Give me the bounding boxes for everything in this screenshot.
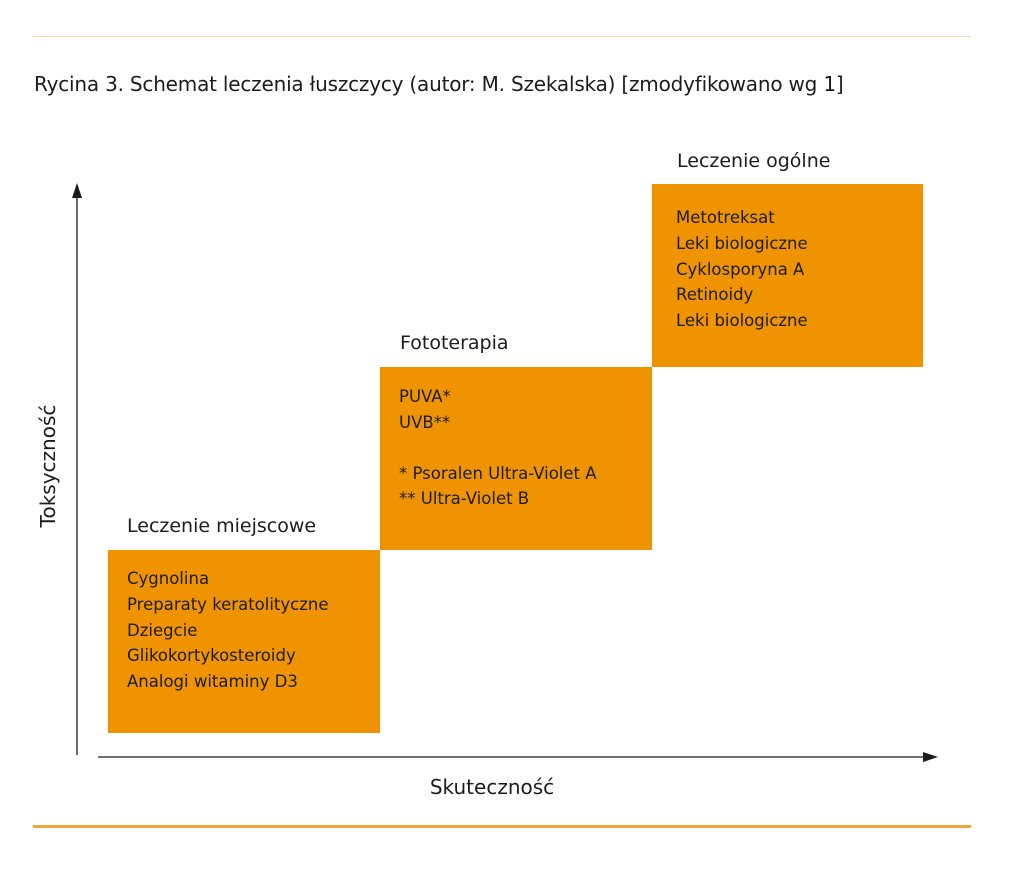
x-axis-arrowhead xyxy=(923,752,938,762)
x-axis-label: Skuteczność xyxy=(429,775,555,799)
item-cygnolina: Cygnolina xyxy=(127,569,210,588)
item-biologics-2: Leki biologiczne xyxy=(676,311,808,331)
figure-caption: Rycina 3. Schemat leczenia łuszczycy (au… xyxy=(34,72,844,96)
stage-title-phototherapy: Fototerapia xyxy=(400,332,509,354)
y-axis-arrowhead xyxy=(72,183,82,198)
item-uvb: UVB** xyxy=(399,412,451,432)
item-puva: PUVA* xyxy=(399,387,451,406)
spacer xyxy=(399,436,652,461)
stage-box-topical: Cygnolina Preparaty keratolityczne Dzieg… xyxy=(108,550,380,733)
item-tars: Dziegcie xyxy=(127,620,198,640)
stage-title-topical: Leczenie miejscowe xyxy=(127,515,317,537)
item-retinoids: Retinoidy xyxy=(676,285,754,305)
item-corticosteroids: Glikokortykosteroidy xyxy=(127,646,296,666)
stage-box-phototherapy: PUVA* UVB** * Psoralen Ultra-Violet A **… xyxy=(380,367,652,550)
item-vitamin-d3: Analogi witaminy D3 xyxy=(127,672,298,692)
item-keratolytics: Preparaty keratolityczne xyxy=(127,594,329,614)
item-methotrexate: Metotreksat xyxy=(676,208,775,227)
stage-box-systemic: Metotreksat Leki biologiczne Cyklosporyn… xyxy=(652,184,923,367)
footnote-puva: * Psoralen Ultra-Violet A xyxy=(399,463,597,483)
footnote-uvb: ** Ultra-Violet B xyxy=(399,489,530,509)
y-axis-label: Toksyczność xyxy=(36,404,60,528)
item-biologics: Leki biologiczne xyxy=(676,233,808,253)
top-divider xyxy=(33,36,971,37)
bottom-divider xyxy=(33,825,971,828)
stage-title-systemic: Leczenie ogólne xyxy=(677,150,831,172)
item-cyclosporine: Cyklosporyna A xyxy=(676,259,805,279)
